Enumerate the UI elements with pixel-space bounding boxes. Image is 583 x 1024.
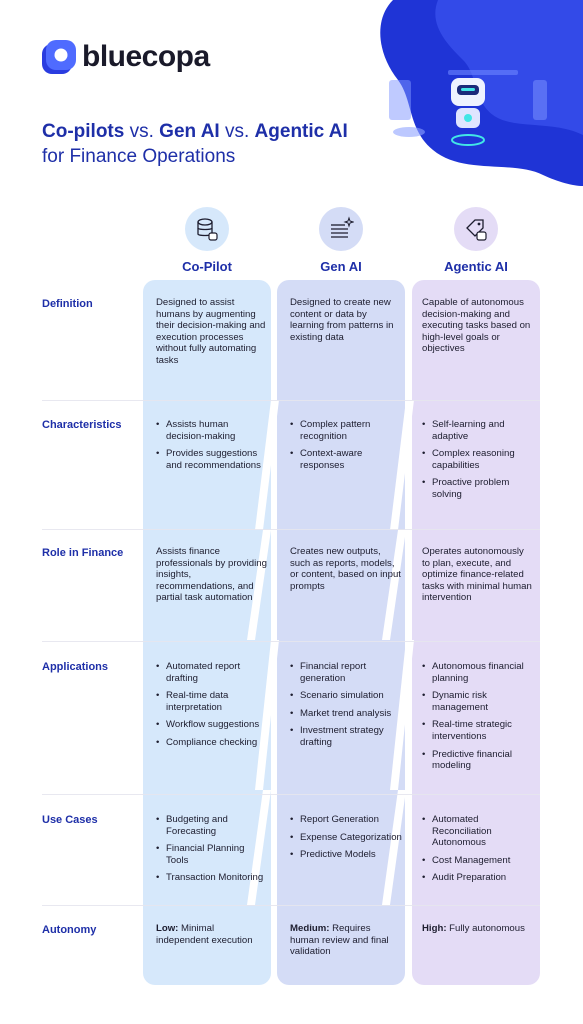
column-header-genai: Gen AI <box>275 207 407 274</box>
list-item: Proactive problem solving <box>422 477 534 500</box>
cell-role-genai: Creates new outputs, such as reports, mo… <box>290 546 401 592</box>
list-item: Compliance checking <box>156 737 268 749</box>
brand-name: bluecopa <box>82 40 210 73</box>
list-item: Complex reasoning capabilities <box>422 448 534 471</box>
column-header-copilot: Co-Pilot <box>141 207 273 274</box>
brand-logo[interactable]: bluecopa <box>42 40 210 74</box>
title-genai: Gen AI <box>159 121 220 142</box>
column-header-agentic: Agentic AI <box>410 207 542 274</box>
list-item: Cost Management <box>422 855 534 867</box>
list-item: Complex pattern recognition <box>290 419 402 442</box>
page-title: Co-pilots vs. Gen AI vs. Agentic AI for … <box>42 119 348 169</box>
list-item: Self-learning and adaptive <box>422 419 534 442</box>
hero-illustration <box>380 0 583 186</box>
row-label-characteristics: Characteristics <box>42 419 122 431</box>
row-divider <box>42 641 540 642</box>
column-label-copilot: Co-Pilot <box>182 259 232 274</box>
row-label-definition: Definition <box>42 298 93 310</box>
list-item: Financial Planning Tools <box>156 843 268 866</box>
list-item: Market trend analysis <box>290 708 402 720</box>
list-item: Budgeting and Forecasting <box>156 814 268 837</box>
list-item: Real-time strategic interventions <box>422 719 534 742</box>
database-bot-icon <box>185 207 229 251</box>
cell-usecases-agentic: Automated Reconciliation Autonomous Cost… <box>422 814 534 890</box>
row-label-autonomy: Autonomy <box>42 924 97 936</box>
cell-applications-copilot: Automated report drafting Real-time data… <box>156 661 268 755</box>
autonomy-level: Low: <box>156 923 179 934</box>
row-divider <box>42 905 540 906</box>
list-item: Transaction Monitoring <box>156 872 268 884</box>
title-vs-1: vs. <box>124 121 160 142</box>
list-item: Automated Reconciliation Autonomous <box>422 814 534 849</box>
cell-applications-agentic: Autonomous financial planning Dynamic ri… <box>422 661 534 778</box>
tag-bot-icon <box>454 207 498 251</box>
cell-characteristics-copilot: Assists human decision-making Provides s… <box>156 419 268 477</box>
list-item: Autonomous financial planning <box>422 661 534 684</box>
robot-icon <box>389 70 547 146</box>
cell-applications-genai: Financial report generation Scenario sim… <box>290 661 402 755</box>
list-item: Scenario simulation <box>290 690 402 702</box>
list-item: Automated report drafting <box>156 661 268 684</box>
cell-role-agentic: Operates autonomously to plan, execute, … <box>422 546 532 604</box>
list-item: Assists human decision-making <box>156 419 268 442</box>
row-divider <box>42 529 540 530</box>
cell-role-copilot: Assists finance professionals by providi… <box>156 546 267 604</box>
column-agentic-bg <box>412 280 540 985</box>
list-item: Predictive financial modeling <box>422 749 534 772</box>
list-item: Provides suggestions and recommendations <box>156 448 268 471</box>
row-label-role: Role in Finance <box>42 547 124 559</box>
column-genai-bg <box>277 280 405 985</box>
row-divider <box>42 400 540 401</box>
list-item: Dynamic risk management <box>422 690 534 713</box>
list-item: Context-aware responses <box>290 448 402 471</box>
row-label-applications: Applications <box>42 661 109 673</box>
document-sparkle-icon <box>319 207 363 251</box>
column-label-genai: Gen AI <box>320 259 362 274</box>
cell-autonomy-copilot: Low: Minimal independent execution <box>156 923 268 946</box>
list-item: Real-time data interpretation <box>156 690 268 713</box>
list-item: Financial report generation <box>290 661 402 684</box>
title-vs-2: vs. <box>219 121 255 142</box>
list-item: Audit Preparation <box>422 872 534 884</box>
list-item: Report Generation <box>290 814 402 826</box>
cell-usecases-copilot: Budgeting and Forecasting Financial Plan… <box>156 814 268 890</box>
title-copilots: Co-pilots <box>42 121 125 142</box>
list-item: Predictive Models <box>290 849 402 861</box>
cell-characteristics-genai: Complex pattern recognition Context-awar… <box>290 419 402 477</box>
title-agentic: Agentic AI <box>254 121 348 142</box>
cell-definition-genai: Designed to create new content or data b… <box>290 297 394 343</box>
column-label-agentic: Agentic AI <box>444 259 508 274</box>
cell-characteristics-agentic: Self-learning and adaptive Complex reaso… <box>422 419 534 507</box>
autonomy-level: Medium: <box>290 923 330 934</box>
cell-usecases-genai: Report Generation Expense Categorization… <box>290 814 402 867</box>
bluecopa-logo-icon <box>42 40 76 74</box>
cell-definition-copilot: Designed to assist humans by augmenting … <box>156 297 266 366</box>
autonomy-text: Fully autonomous <box>446 923 525 934</box>
list-item: Workflow suggestions <box>156 719 268 731</box>
cell-autonomy-genai: Medium: Requires human review and final … <box>290 923 402 958</box>
cell-definition-agentic: Capable of autonomous decision-making an… <box>422 297 531 355</box>
row-label-usecases: Use Cases <box>42 814 98 826</box>
list-item: Expense Categorization <box>290 832 402 844</box>
row-divider <box>42 794 540 795</box>
autonomy-level: High: <box>422 923 447 934</box>
autonomy-text: Minimal independent execution <box>156 923 253 946</box>
autonomy-text: Requires human review and final validati… <box>290 923 389 958</box>
title-line-2: for Finance Operations <box>42 146 236 167</box>
list-item: Investment strategy drafting <box>290 725 402 748</box>
cell-autonomy-agentic: High: Fully autonomous <box>422 923 534 935</box>
